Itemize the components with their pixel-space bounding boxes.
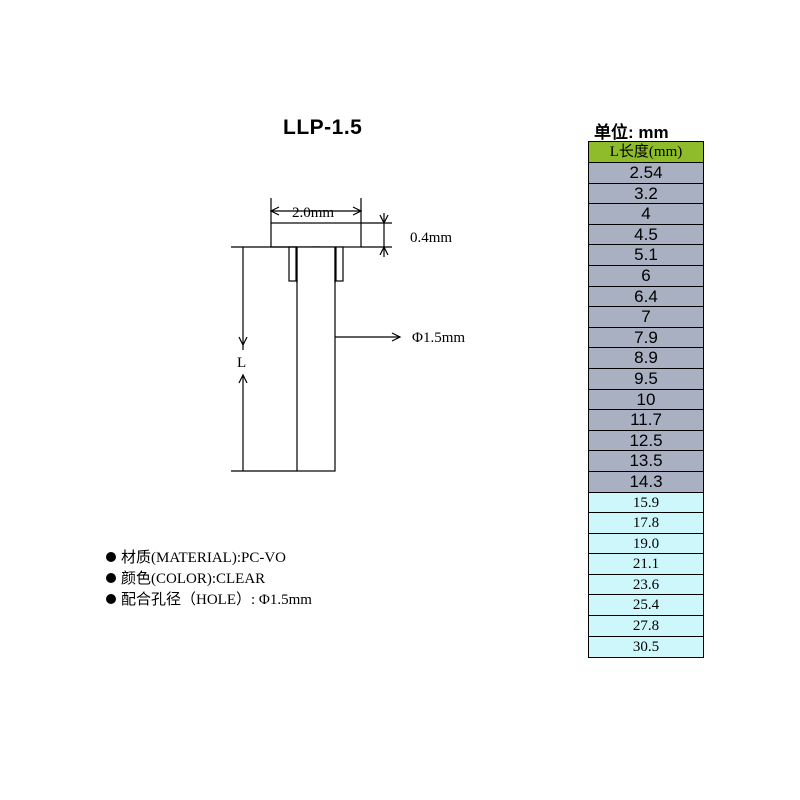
length-table-row: 25.4 xyxy=(589,595,703,617)
length-table-row: 30.5 xyxy=(589,636,703,658)
length-table-row: 4.5 xyxy=(589,224,703,246)
length-table-row: 19.0 xyxy=(589,533,703,555)
part-title: LLP-1.5 xyxy=(283,116,363,139)
length-table-row: 14.3 xyxy=(589,471,703,493)
bullet-icon xyxy=(106,594,116,604)
length-table-row: 11.7 xyxy=(589,410,703,431)
length-table-row: 6 xyxy=(589,265,703,287)
length-symbol-label: L xyxy=(237,355,246,371)
length-table-row: 9.5 xyxy=(589,368,703,390)
length-table-row: 23.6 xyxy=(589,574,703,596)
length-table-header: L长度(mm) xyxy=(589,142,703,163)
length-table-row: 8.9 xyxy=(589,348,703,369)
length-table-row: 13.5 xyxy=(589,451,703,472)
spec-material: 材质(MATERIAL):PC-VO xyxy=(106,548,312,569)
length-table-row: 12.5 xyxy=(589,430,703,452)
spacer-prong-right xyxy=(335,246,344,282)
spacer-body xyxy=(296,246,336,472)
spec-hole: 配合孔径（HOLE）: Φ1.5mm xyxy=(106,590,312,611)
bullet-icon xyxy=(106,552,116,562)
head-thickness-label: 0.4mm xyxy=(410,230,452,246)
length-table-row: 17.8 xyxy=(589,513,703,534)
diameter-label: Φ1.5mm xyxy=(412,330,465,346)
length-table-row: 10 xyxy=(589,389,703,411)
length-table-row: 5.1 xyxy=(589,245,703,266)
length-table-row: 7.9 xyxy=(589,327,703,349)
spec-color: 颜色(COLOR):CLEAR xyxy=(106,569,312,590)
length-table-row: 6.4 xyxy=(589,286,703,308)
length-table-row: 4 xyxy=(589,204,703,225)
length-table-row: 15.9 xyxy=(589,492,703,514)
spec-list: 材质(MATERIAL):PC-VO 颜色(COLOR):CLEAR 配合孔径（… xyxy=(106,548,312,611)
length-table-row: 27.8 xyxy=(589,616,703,637)
spacer-head xyxy=(270,222,362,248)
unit-label: 单位: mm xyxy=(594,123,669,142)
length-table-row: 2.54 xyxy=(589,163,703,184)
length-table-row: 21.1 xyxy=(589,554,703,575)
head-width-label: 2.0mm xyxy=(292,205,334,221)
bullet-icon xyxy=(106,573,116,583)
length-table-row: 7 xyxy=(589,307,703,328)
length-table-row: 3.2 xyxy=(589,183,703,205)
spacer-prong-left xyxy=(288,246,297,282)
